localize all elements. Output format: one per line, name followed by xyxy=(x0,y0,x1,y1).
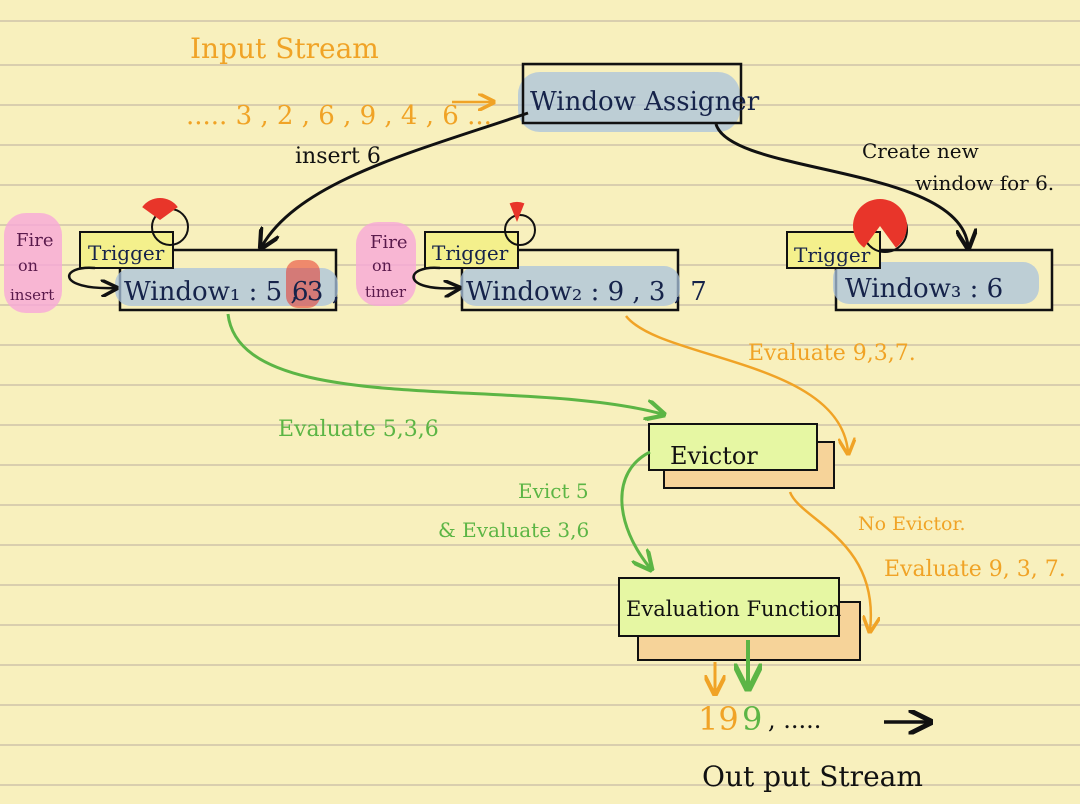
create-label-line2: window for 6. xyxy=(915,171,1054,195)
green-evaluate-label: Evaluate 5,3,6 xyxy=(278,417,439,442)
orange-evaluate-label: Evaluate 9,3,7. xyxy=(748,341,916,366)
timer-wedge-1 xyxy=(142,198,178,220)
window-assigner-box: Window Assigner xyxy=(518,62,760,132)
output-first: 19 xyxy=(698,700,739,738)
evict-arrow xyxy=(620,450,650,568)
timer-circle-2 xyxy=(504,214,536,246)
evictor-label: Evictor xyxy=(670,442,758,470)
window-group-3: Trigger Window₃ : 6 xyxy=(786,198,1054,312)
timer-wedge-3 xyxy=(853,198,908,248)
fire-label-2b: on xyxy=(372,256,392,275)
green-evaluate-arrow xyxy=(226,313,662,414)
trigger-label-2: Trigger xyxy=(432,241,509,265)
fire-label-1b: on xyxy=(18,256,38,275)
evaluate-after-label: Evaluate 9, 3, 7. xyxy=(884,557,1066,582)
create-label-line1: Create new xyxy=(862,139,979,163)
evict-label-line1: Evict 5 xyxy=(518,479,589,503)
trigger-box-1 xyxy=(79,231,174,269)
fire-label-2: Fire xyxy=(370,232,408,253)
no-evictor-arrow xyxy=(788,491,871,630)
fire-label-1c: insert xyxy=(10,286,54,304)
window-label-3: Window₃ : 6 xyxy=(845,274,1003,304)
input-stream-label: Input Stream xyxy=(190,32,379,65)
window-blue-3 xyxy=(833,262,1039,304)
fire-highlight-1 xyxy=(4,213,62,313)
window-label-2: Window₂ : 9 , 3 , 7 xyxy=(466,277,707,307)
trigger-label-1: Trigger xyxy=(88,241,165,265)
orange-evaluate-arrow xyxy=(625,315,848,452)
input-sequence: ..... 3 , 2 , 6 , 9 , 4 , 6 ... xyxy=(186,101,492,131)
highlight-6 xyxy=(286,260,320,308)
no-evictor-label: No Evictor. xyxy=(858,513,966,535)
window-group-1: Fire on insert Trigger Window₁ : 5 , 3 ,… xyxy=(4,198,340,313)
output-stream-label: Out put Stream xyxy=(702,760,923,793)
fire-highlight-2 xyxy=(356,222,416,306)
window-group-2: Fire on timer Trigger Window₂ : 9 , 3 , … xyxy=(356,201,707,312)
trigger-label-3: Trigger xyxy=(794,243,871,267)
fire-label-1: Fire xyxy=(16,230,54,251)
window-blue-1 xyxy=(115,268,338,306)
insert-label: insert 6 xyxy=(295,144,381,169)
evictor-box: Evictor xyxy=(648,423,835,489)
window-blue-2 xyxy=(460,266,680,306)
window-label-1: Window₁ : 5 , 3 , xyxy=(124,277,340,307)
evaluation-function-box: Evaluation Function xyxy=(618,577,861,661)
fire-loop-2 xyxy=(412,266,458,289)
create-window-arrow xyxy=(714,123,968,246)
output-second: 9 xyxy=(742,700,762,738)
window-assigner-label: Window Assigner xyxy=(530,87,760,117)
trigger-box-2 xyxy=(424,231,519,269)
output-rest: , ..... xyxy=(768,706,821,734)
fire-loop-1 xyxy=(67,266,115,288)
evaluation-function-label: Evaluation Function xyxy=(626,597,841,621)
insert-arrow xyxy=(262,111,529,246)
evict-label-line2: & Evaluate 3,6 xyxy=(438,518,589,542)
window-highlight-1: 6 xyxy=(292,277,309,307)
timer-wedge-2 xyxy=(509,201,525,222)
fire-label-2c: timer xyxy=(365,283,407,301)
